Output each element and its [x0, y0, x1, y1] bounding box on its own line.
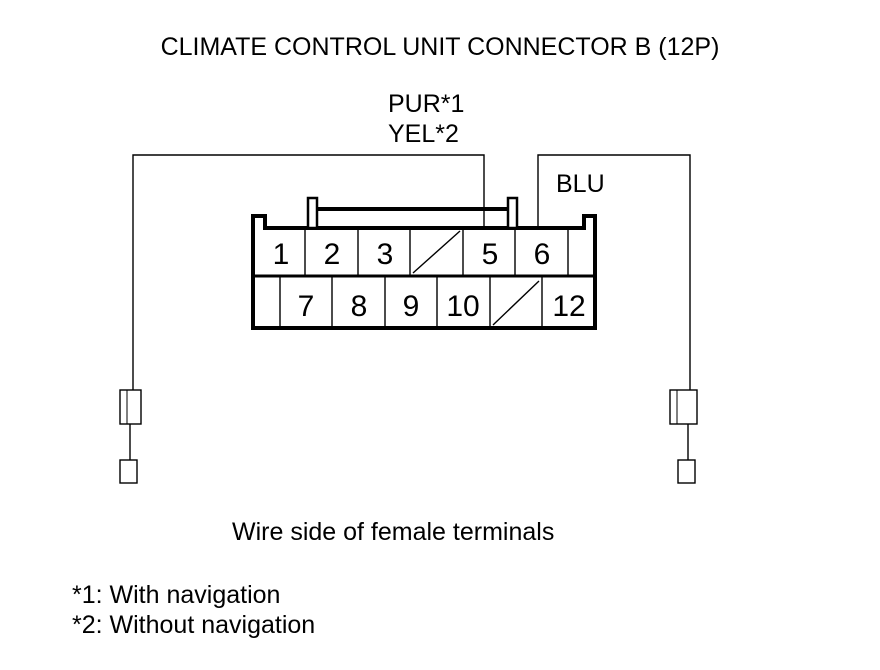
view-caption: Wire side of female terminals — [232, 518, 555, 546]
pin-9: 9 — [403, 290, 420, 323]
footnote-2: *2: Without navigation — [72, 611, 316, 639]
empty-cavity-4 — [412, 230, 461, 274]
footnote-1: *1: With navigation — [72, 581, 281, 609]
left-test-probe — [119, 389, 142, 484]
pin-numbers: 1 2 3 5 6 7 8 9 10 12 — [273, 238, 586, 323]
pin-12: 12 — [552, 290, 585, 323]
wire-pin5 — [132, 154, 485, 390]
diagram-title: CLIMATE CONTROL UNIT CONNECTOR B (12P) — [160, 33, 720, 61]
pin-7: 7 — [298, 290, 315, 323]
pin-5: 5 — [482, 238, 499, 271]
pin-10: 10 — [446, 290, 479, 323]
pin-1: 1 — [273, 238, 290, 271]
empty-cavity-11 — [492, 280, 540, 326]
wire-color-label-nav: PUR*1 — [388, 90, 465, 118]
pin-2: 2 — [324, 238, 341, 271]
wire-color-label-no-nav: YEL*2 — [388, 120, 459, 148]
pin-8: 8 — [351, 290, 368, 323]
connector-body — [251, 196, 597, 330]
right-test-probe — [669, 389, 698, 484]
wire-pin6 — [537, 154, 691, 390]
wire-color-label-blu: BLU — [556, 170, 605, 198]
pin-6: 6 — [534, 238, 551, 271]
pin-3: 3 — [377, 238, 394, 271]
